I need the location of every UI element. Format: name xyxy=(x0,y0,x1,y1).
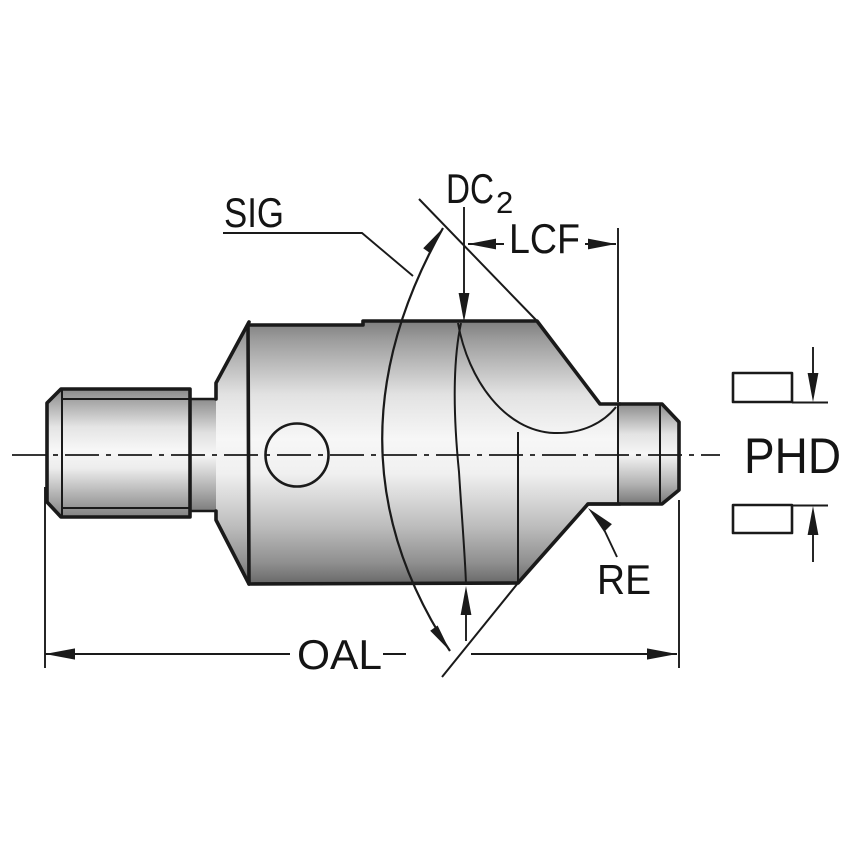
lcf-label: LCF xyxy=(509,215,580,262)
dc2-label-subscript: 2 xyxy=(496,185,513,220)
outer-outlines xyxy=(45,319,681,586)
dim-phd: PHD xyxy=(731,347,841,562)
oal-arrow-left xyxy=(45,648,75,660)
dim-re: RE xyxy=(588,508,651,603)
workpiece-hatch-lower xyxy=(731,503,794,535)
oal-label: OAL xyxy=(297,631,382,678)
sig-leader-line xyxy=(223,232,414,277)
main-body xyxy=(248,321,620,584)
oal-arrow-right xyxy=(647,648,677,660)
phd-label: PHD xyxy=(744,428,841,484)
neck-outline xyxy=(190,397,216,513)
re-label: RE xyxy=(597,556,651,603)
sig-label: SIG xyxy=(224,189,284,236)
lcf-arrow-right xyxy=(588,238,616,250)
flute-cutting-edge xyxy=(453,322,467,585)
pilot-tip xyxy=(618,404,679,504)
phd-arrow-down xyxy=(807,373,819,402)
dim-oal: OAL xyxy=(44,487,680,678)
thread-minor-lines xyxy=(61,390,190,516)
pilot-face-lines xyxy=(617,405,661,503)
sig-angle-arc xyxy=(381,227,451,652)
thread-outline xyxy=(45,387,192,519)
thread-shank xyxy=(47,389,190,517)
pilot-outline xyxy=(586,402,681,506)
re-arrow xyxy=(588,508,612,532)
lcf-arrow-left xyxy=(468,238,496,250)
phd-arrow-up xyxy=(807,506,819,535)
workpiece-hatch-upper xyxy=(731,371,794,404)
cone-outline xyxy=(214,320,251,586)
sig-arc-arrow-top xyxy=(423,228,443,254)
dc2-lower-arrow xyxy=(460,586,472,615)
dim-sig: SIG xyxy=(223,189,538,678)
flute-scoop-curve xyxy=(457,322,617,435)
dim-lcf: LCF xyxy=(468,215,619,402)
dim-dc2: DC 2 xyxy=(446,165,513,641)
dc2-label: DC xyxy=(446,165,494,212)
sig-arc-arrow-bottom xyxy=(430,625,450,651)
chamfer-extension-top xyxy=(418,198,538,322)
taper-cone xyxy=(216,322,249,584)
chamfer-extension-bottom xyxy=(441,582,519,678)
tool-silhouette xyxy=(47,321,679,584)
dc2-upper-arrow xyxy=(458,293,470,322)
